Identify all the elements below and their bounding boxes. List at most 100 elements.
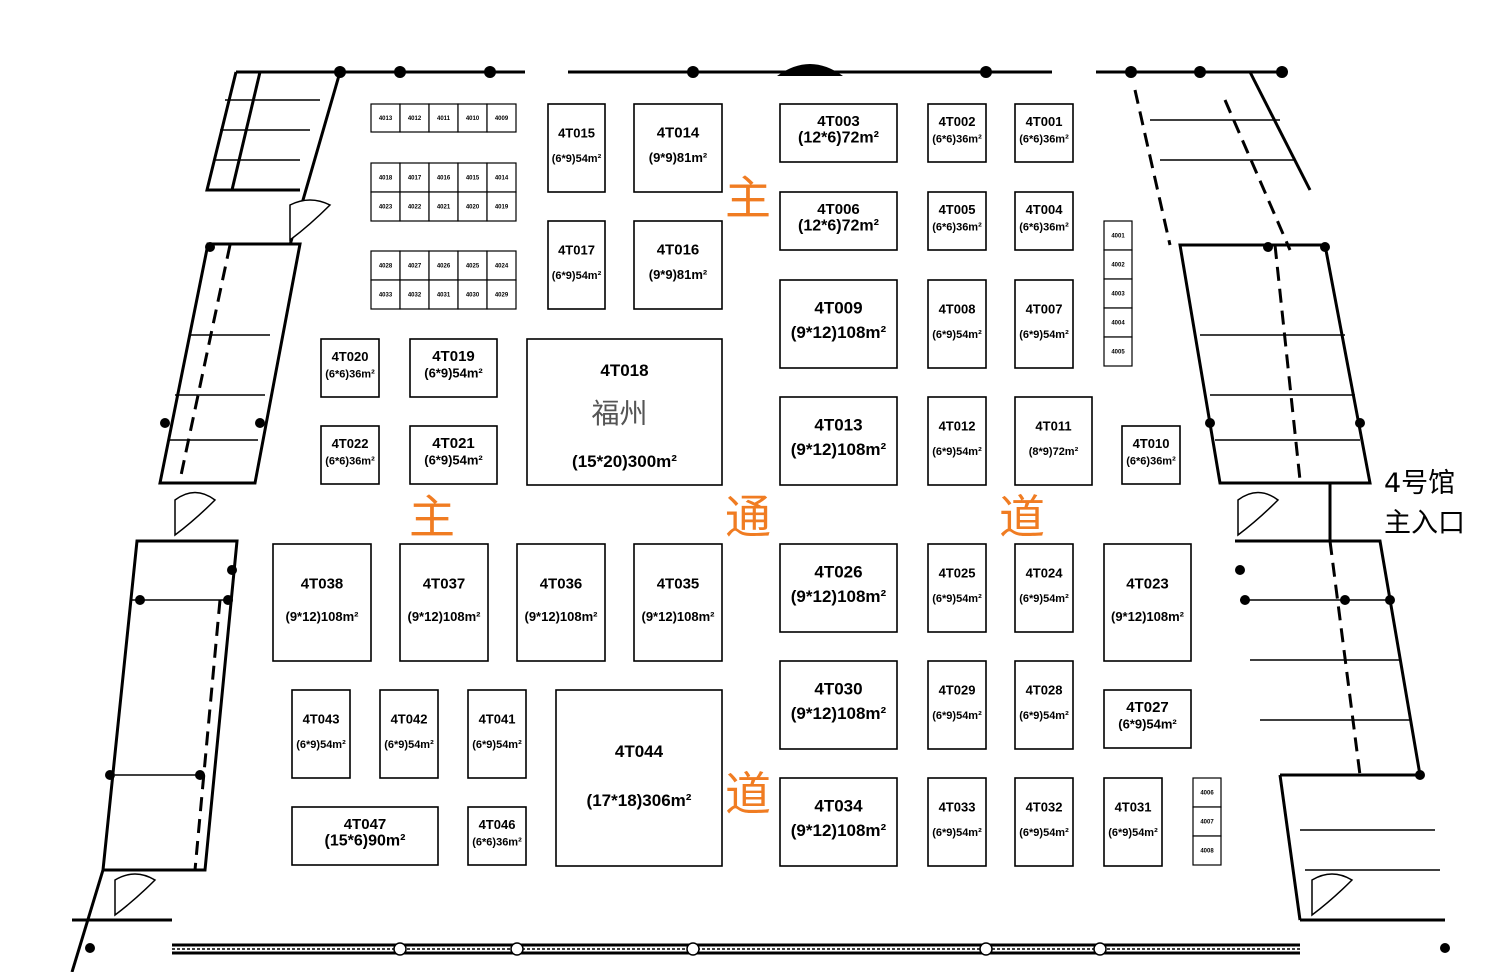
- booth-4t047[interactable]: 4T047(15*6)90m²: [291, 806, 439, 866]
- standard-booth-4006[interactable]: 4006: [1192, 777, 1222, 808]
- standard-booth-4019[interactable]: 4019: [486, 191, 517, 222]
- booth-size: (6*9)54m²: [932, 710, 982, 722]
- booth-4t005[interactable]: 4T005(6*6)36m²: [927, 191, 987, 251]
- booth-4t008[interactable]: 4T008(6*9)54m²: [927, 279, 987, 369]
- booth-4t044[interactable]: 4T044(17*18)306m²: [555, 689, 723, 867]
- booth-4t004[interactable]: 4T004(6*6)36m²: [1014, 191, 1074, 251]
- standard-booth-4002[interactable]: 4002: [1103, 249, 1133, 280]
- booth-4t019[interactable]: 4T019(6*9)54m²: [409, 338, 498, 398]
- booth-id: 4T016: [657, 241, 700, 258]
- standard-booth-4015[interactable]: 4015: [457, 162, 488, 193]
- booth-4t015[interactable]: 4T015(6*9)54m²: [547, 103, 606, 193]
- booth-id: 4T034: [814, 796, 863, 815]
- booth-4t001[interactable]: 4T001(6*6)36m²: [1014, 103, 1074, 163]
- booth-4t037[interactable]: 4T037(9*12)108m²: [399, 543, 489, 662]
- standard-booth-4012[interactable]: 4012: [399, 103, 430, 133]
- booth-4t035[interactable]: 4T035(9*12)108m²: [633, 543, 723, 662]
- standard-booth-4005[interactable]: 4005: [1103, 336, 1133, 367]
- booth-size: (9*12)108m²: [286, 609, 360, 624]
- standard-booth-number: 4006: [1200, 791, 1214, 797]
- standard-booth-4025[interactable]: 4025: [457, 250, 488, 281]
- standard-booth-4030[interactable]: 4030: [457, 279, 488, 310]
- booth-4t032[interactable]: 4T032(6*9)54m²: [1014, 777, 1074, 867]
- standard-booth-4011[interactable]: 4011: [428, 103, 459, 133]
- booth-outline: [779, 777, 898, 867]
- booth-4t009[interactable]: 4T009(9*12)108m²: [779, 279, 898, 369]
- standard-booth-4023[interactable]: 4023: [370, 191, 401, 222]
- booth-4t006[interactable]: 4T006(12*6)72m²: [779, 191, 898, 251]
- booth-4t026[interactable]: 4T026(9*12)108m²: [779, 543, 898, 633]
- booth-4t014[interactable]: 4T014(9*9)81m²: [633, 103, 723, 193]
- standard-booth-number: 4032: [408, 293, 422, 299]
- booth-4t021[interactable]: 4T021(6*9)54m²: [409, 425, 498, 485]
- booth-4t023[interactable]: 4T023(9*12)108m²: [1103, 543, 1192, 662]
- booth-4t028[interactable]: 4T028(6*9)54m²: [1014, 660, 1074, 750]
- booth-4t036[interactable]: 4T036(9*12)108m²: [516, 543, 606, 662]
- standard-booth-4028[interactable]: 4028: [370, 250, 401, 281]
- standard-booth-4001[interactable]: 4001: [1103, 220, 1133, 251]
- booth-4t016[interactable]: 4T016(9*9)81m²: [633, 220, 723, 310]
- standard-booth-number: 4003: [1111, 292, 1125, 298]
- standard-booth-4032[interactable]: 4032: [399, 279, 430, 310]
- booth-4t011[interactable]: 4T011(8*9)72m²: [1014, 396, 1093, 486]
- booth-outline: [555, 689, 723, 867]
- standard-booth-4026[interactable]: 4026: [428, 250, 459, 281]
- booth-4t031[interactable]: 4T031(6*9)54m²: [1103, 777, 1163, 867]
- booth-id: 4T029: [939, 682, 976, 697]
- booth-outline: [779, 660, 898, 750]
- standard-booth-4018[interactable]: 4018: [370, 162, 401, 193]
- booth-4t013[interactable]: 4T013(9*12)108m²: [779, 396, 898, 486]
- booth-4t003[interactable]: 4T003(12*6)72m²: [779, 103, 898, 163]
- booth-size: (6*9)54m²: [1019, 710, 1069, 722]
- standard-booth-4022[interactable]: 4022: [399, 191, 430, 222]
- booth-id: 4T031: [1115, 799, 1152, 814]
- booth-4t012[interactable]: 4T012(6*9)54m²: [927, 396, 987, 486]
- standard-booth-4004[interactable]: 4004: [1103, 307, 1133, 338]
- booth-4t033[interactable]: 4T033(6*9)54m²: [927, 777, 987, 867]
- standard-booth-4010[interactable]: 4010: [457, 103, 488, 133]
- booth-4t030[interactable]: 4T030(9*12)108m²: [779, 660, 898, 750]
- standard-booth-4029[interactable]: 4029: [486, 279, 517, 310]
- booth-4t010[interactable]: 4T010(6*6)36m²: [1121, 425, 1181, 485]
- booth-4t029[interactable]: 4T029 (6*9)54m²: [927, 660, 987, 750]
- booth-4t007[interactable]: 4T007(6*9)54m²: [1014, 279, 1074, 369]
- standard-booth-4008[interactable]: 4008: [1192, 835, 1222, 866]
- booth-4t046[interactable]: 4T046(6*6)36m²: [467, 806, 527, 866]
- standard-booth-4027[interactable]: 4027: [399, 250, 430, 281]
- booth-outline: [409, 338, 498, 398]
- booth-id: 4T025: [939, 565, 976, 580]
- booth-4t020[interactable]: 4T020(6*6)36m²: [320, 338, 380, 398]
- standard-booth-4031[interactable]: 4031: [428, 279, 459, 310]
- standard-booth-4014[interactable]: 4014: [486, 162, 517, 193]
- standard-booth-4009[interactable]: 4009: [486, 103, 517, 133]
- standard-booth-4003[interactable]: 4003: [1103, 278, 1133, 309]
- booth-size: (6*9)54m²: [1019, 593, 1069, 605]
- standard-booth-4016[interactable]: 4016: [428, 162, 459, 193]
- booth-outline: [291, 689, 351, 779]
- standard-booth-4017[interactable]: 4017: [399, 162, 430, 193]
- booth-size: (6*9)54m²: [1118, 716, 1177, 731]
- booth-outline: [779, 396, 898, 486]
- booth-4t034[interactable]: 4T034(9*12)108m²: [779, 777, 898, 867]
- booth-4t002[interactable]: 4T002(6*6)36m²: [927, 103, 987, 163]
- booth-4t022[interactable]: 4T022(6*6)36m²: [320, 425, 380, 485]
- booth-outline: [779, 543, 898, 633]
- booth-4t042[interactable]: 4T042(6*9)54m²: [379, 689, 439, 779]
- booth-4t027[interactable]: 4T027(6*9)54m²: [1103, 689, 1192, 749]
- booth-outline: [547, 220, 606, 310]
- booth-4t041[interactable]: 4T041(6*9)54m²: [467, 689, 527, 779]
- standard-booth-4020[interactable]: 4020: [457, 191, 488, 222]
- standard-booth-4013[interactable]: 4013: [370, 103, 401, 133]
- booth-4t024[interactable]: 4T024(6*9)54m²: [1014, 543, 1074, 633]
- standard-booth-number: 4022: [408, 205, 422, 211]
- booth-4t038[interactable]: 4T038(9*12)108m²: [272, 543, 372, 662]
- standard-booth-4007[interactable]: 4007: [1192, 806, 1222, 837]
- booth-4t017[interactable]: 4T017(6*9)54m²: [547, 220, 606, 310]
- standard-booth-4024[interactable]: 4024: [486, 250, 517, 281]
- standard-booth-4021[interactable]: 4021: [428, 191, 459, 222]
- booth-4t043[interactable]: 4T043(6*9)54m²: [291, 689, 351, 779]
- standard-booth-4033[interactable]: 4033: [370, 279, 401, 310]
- booth-4t025[interactable]: 4T025(6*9)54m²: [927, 543, 987, 633]
